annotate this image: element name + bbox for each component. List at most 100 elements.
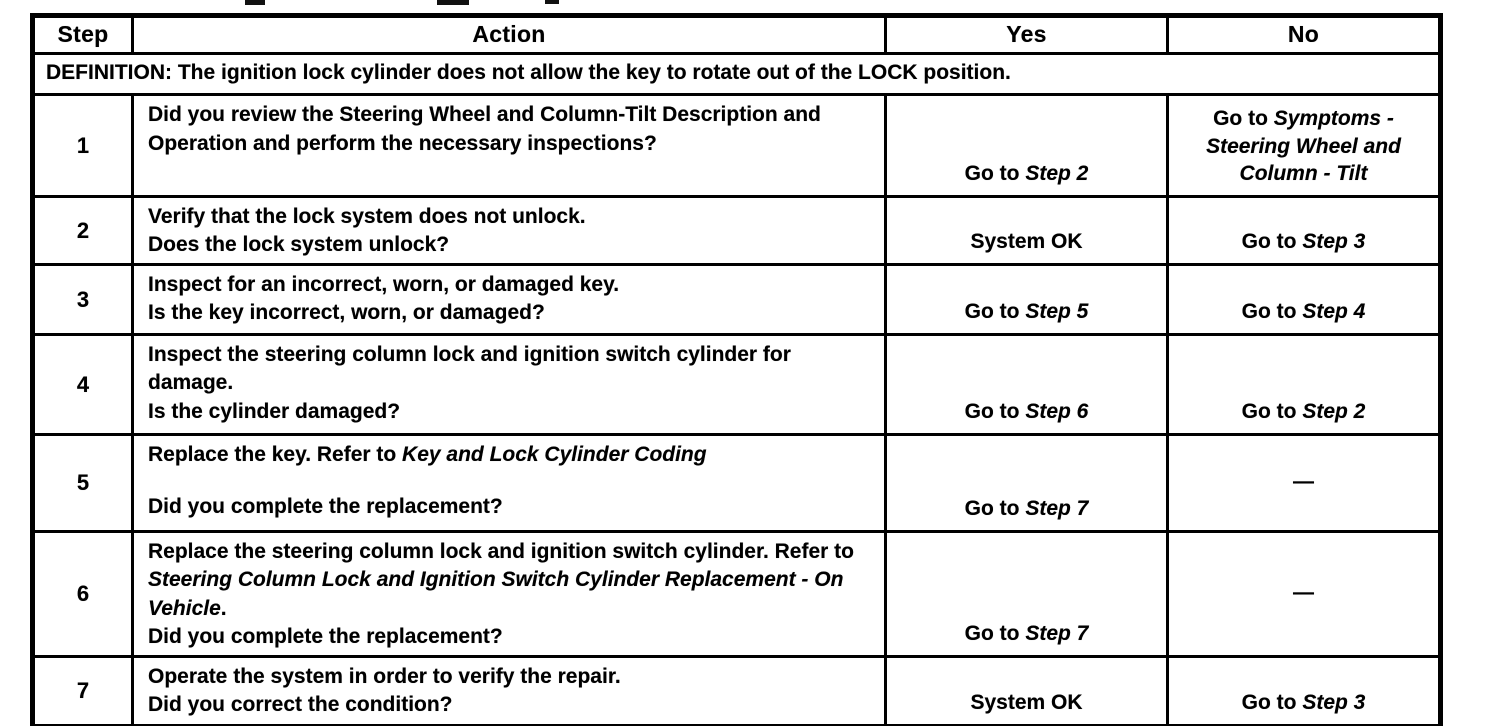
text-segment: Go to [1241,299,1303,323]
action-text: Verify that the lock system does not unl… [148,203,873,231]
step-cell: 4 [31,333,134,437]
table-row: 6 Replace the steering column lock and ig… [31,530,1442,659]
table-body: DEFINITION: The ignition lock cylinder d… [31,51,1442,726]
text-segment: Go to [964,161,1026,185]
definition-row: DEFINITION: The ignition lock cylinder d… [31,51,1442,97]
no-cell-text: Go to Step 4 [1242,298,1366,325]
italic-text: Step 7 [1025,496,1089,520]
action-question: Did you complete the replacement? [148,623,873,651]
yes-cell: Go to Step 6 [884,333,1169,437]
yes-cell-text: System OK [970,689,1082,716]
italic-text: Step 5 [1025,299,1089,323]
text-segment: Go to [964,621,1026,645]
definition-cell: DEFINITION: The ignition lock cylinder d… [31,51,1442,97]
table-row: 1 Did you review the Steering Wheel and C… [31,93,1442,199]
table-row: 4 Inspect the steering column lock and ig… [31,333,1442,437]
italic-text: Step 2 [1302,399,1366,423]
no-cell-text: — [1293,468,1314,495]
action-cell: Replace the key. Refer to Key and Lock C… [131,433,887,534]
text-segment: — [1293,469,1314,493]
yes-cell-text: Go to Step 2 [965,160,1089,187]
no-cell: Go to Step 3 [1166,195,1442,267]
italic-text: Steering Column Lock and Ignition Switch… [148,568,844,620]
step-cell: 1 [31,93,134,199]
action-question: Is the key incorrect, worn, or damaged? [148,299,873,327]
diagnostic-table: Step Action Yes No DEFINITION: The ignit… [30,13,1443,726]
header-row: Step Action Yes No [31,14,1442,55]
header-action: Action [131,14,887,55]
text-segment: Go to [1241,690,1303,714]
text-segment: . [220,596,227,620]
no-cell-text: Go to Step 2 [1242,398,1366,425]
no-cell: Go to Symptoms - Steering Wheel and Colu… [1166,93,1442,199]
text-segment: Inspect the steering column lock and ign… [148,343,791,395]
text-segment: Is the key incorrect, worn, or damaged? [148,301,545,325]
yes-cell-text: Go to Step 6 [965,398,1089,425]
text-segment: Go to [964,399,1026,423]
scan-artifact [545,0,559,4]
italic-text: Step 4 [1302,299,1366,323]
italic-text: Step 3 [1302,229,1366,253]
table-header: Step Action Yes No [31,14,1442,55]
yes-cell: Go to Step 2 [884,93,1169,199]
text-segment: Go to [964,299,1026,323]
text-segment: Did you complete the replacement? [148,625,503,649]
action-cell: Verify that the lock system does not unl… [131,195,887,267]
italic-text: Step 2 [1025,161,1089,185]
action-cell: Inspect the steering column lock and ign… [131,333,887,437]
step-cell: 3 [31,263,134,337]
no-cell: — [1166,433,1442,534]
yes-cell-text: Go to Step 7 [965,620,1089,647]
action-text: Replace the steering column lock and ign… [148,538,873,623]
text-segment: Inspect for an incorrect, worn, or damag… [148,273,620,297]
text-segment: Operate the system in order to verify th… [148,665,621,689]
text-segment: Verify that the lock system does not unl… [148,205,586,229]
yes-cell: Go to Step 7 [884,433,1169,534]
action-question: Did you correct the condition? [148,691,873,719]
text-segment: Does the lock system unlock? [148,233,450,257]
no-cell: Go to Step 2 [1166,333,1442,437]
text-segment: Go to [964,496,1026,520]
header-no: No [1166,14,1442,55]
step-cell: 6 [31,530,134,659]
text-segment: Replace the steering column lock and ign… [148,540,854,564]
no-cell-text: Go to Step 3 [1242,228,1366,255]
action-cell: Operate the system in order to verify th… [131,655,887,726]
action-cell: Replace the steering column lock and ign… [131,530,887,659]
text-segment: Did you review the Steering Wheel and Co… [148,103,821,155]
no-cell-text: Go to Step 3 [1242,689,1366,716]
table-row: 3 Inspect for an incorrect, worn, or dama… [31,263,1442,337]
text-segment: Go to [1241,399,1303,423]
text-segment: System OK [970,229,1083,253]
scan-artifact [437,0,469,5]
yes-cell: System OK [884,655,1169,726]
no-cell-text: — [1293,579,1314,606]
action-question: Is the cylinder damaged? [148,398,873,426]
definition-label: DEFINITION: [46,61,178,84]
header-yes: Yes [884,14,1169,55]
text-segment: Go to [1213,107,1274,131]
scan-artifact [245,0,265,5]
no-cell: — [1166,530,1442,659]
text-segment: Go to [1241,229,1303,253]
yes-cell-text: Go to Step 5 [965,298,1089,325]
definition-text: The ignition lock cylinder does not allo… [177,61,1011,84]
italic-text: Key and Lock Cylinder Coding [402,443,707,467]
action-text: Operate the system in order to verify th… [148,663,873,691]
text-segment: Did you correct the condition? [148,693,453,717]
text-segment: System OK [970,690,1083,714]
action-cell: Did you review the Steering Wheel and Co… [131,93,887,199]
action-text: Inspect for an incorrect, worn, or damag… [148,271,873,299]
action-question: Did you complete the replacement? [148,493,873,521]
action-question: Does the lock system unlock? [148,231,873,259]
no-cell-text: Go to Symptoms - Steering Wheel and Colu… [1193,105,1415,187]
action-text: Replace the key. Refer to Key and Lock C… [148,441,873,469]
yes-cell: Go to Step 5 [884,263,1169,337]
yes-cell-text: System OK [970,228,1082,255]
yes-cell: System OK [884,195,1169,267]
no-cell: Go to Step 3 [1166,655,1442,726]
